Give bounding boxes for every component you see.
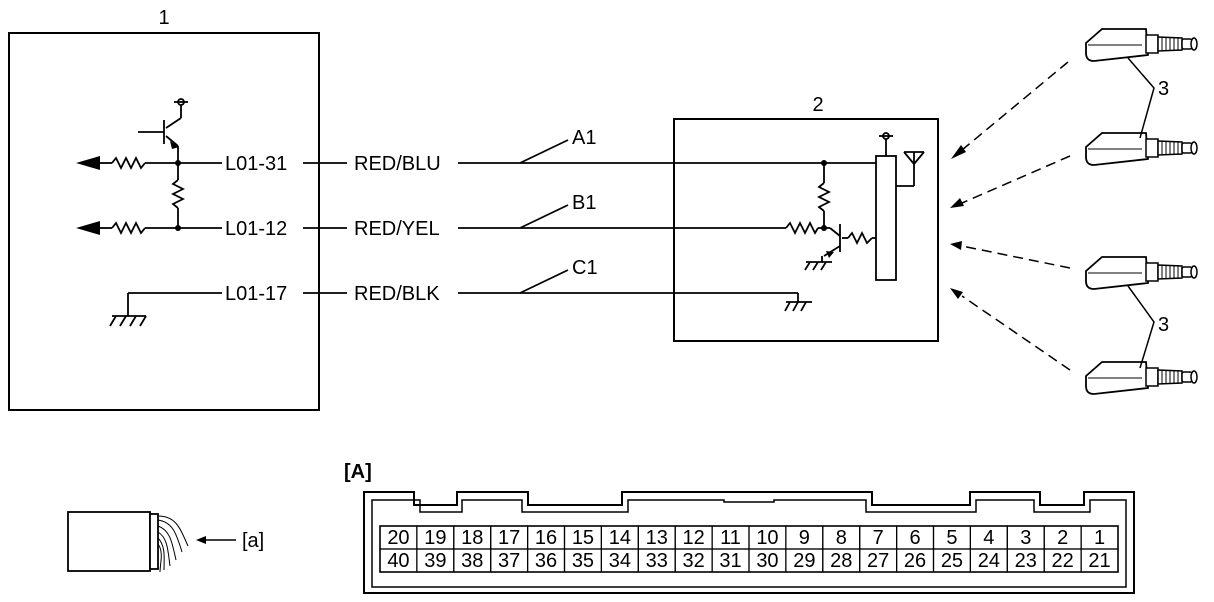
pin-number: 8 [836,527,847,549]
signal-arrow-4 [950,288,963,299]
receiver-junction-2 [821,225,827,231]
pin-number: 19 [424,527,446,549]
wire-color-3: RED/BLK [354,283,440,305]
sensor-icon-1 [1085,28,1198,62]
pin-number: 1 [1094,527,1105,549]
ecu-output-arrow-2 [76,221,100,235]
pin-number: 14 [609,527,631,549]
pin-number: 4 [983,527,994,549]
pin-number: 30 [756,550,778,572]
pin-number: 16 [535,527,557,549]
pin-number: 24 [978,550,1000,572]
pin-number: 13 [646,527,668,549]
pin-number: 17 [498,527,520,549]
callout-label: [a] [242,530,264,552]
pin-number: 25 [941,550,963,572]
pin-number: 37 [498,550,520,572]
ecu-box [8,32,320,411]
ecu-output-arrow-1 [76,156,100,170]
sensor-icon-3 [1085,256,1198,290]
pin-number: 29 [793,550,815,572]
pin-number: 27 [867,550,889,572]
wire-color-1: RED/BLU [354,153,441,175]
pin-number: 10 [756,527,778,549]
receiver-circuit [784,132,925,312]
wire-lines [303,139,824,294]
pin-number: 11 [720,527,741,549]
pin-number: 12 [683,527,705,549]
signal-arrow-1 [951,145,966,159]
connector-housing-inner [371,499,1127,588]
signal-arrow-2 [950,198,964,208]
pin-number: 39 [424,550,446,572]
wire-color-2: RED/YEL [354,218,440,240]
ecu-transistor [138,98,188,163]
circuit-label-3: C1 [572,257,598,279]
receiver-box [673,118,939,342]
pin-number: 38 [461,550,483,572]
sensor-number-bottom: 3 [1158,314,1169,336]
ecu-number: 1 [158,7,169,29]
ecu-transistor-arrow [170,141,179,149]
connector-bundle-icon [67,511,236,573]
callout-arrow [196,536,206,544]
sensor-icon-4 [1085,361,1198,395]
ecu-branch-1 [100,155,222,228]
pin-cell [1080,548,1119,573]
pin-number: 15 [572,527,594,549]
circuit-label-1: A1 [572,127,596,149]
pin-number: 3 [1020,527,1031,549]
pin-number: 40 [387,550,409,572]
pin-number: 9 [799,527,810,549]
ecu-branch-2 [100,220,222,236]
pin-number: 26 [904,550,926,572]
ecu-junction-1 [175,160,181,166]
connector-housing [363,491,1135,594]
signal-arrow-3 [950,241,962,250]
pin-number: 36 [535,550,557,572]
pin-number: 5 [946,527,957,549]
pin-number: 23 [1015,550,1037,572]
signal-lines [961,61,1071,371]
pin-number: 33 [646,550,668,572]
pin-number: 28 [830,550,852,572]
pin-number: 35 [572,550,594,572]
pin-number: 7 [873,527,884,549]
pin-number: 2 [1057,527,1068,549]
receiver-number: 2 [812,94,823,116]
pin-number: 31 [719,550,741,572]
pin-number: 21 [1088,550,1110,572]
sensor-icon-2 [1085,132,1198,166]
receiver-transistor-arrow [826,251,834,258]
pin-number: 34 [609,550,631,572]
pin-number: 18 [461,527,483,549]
pin-number: 20 [387,527,409,549]
receiver-junction-1 [821,160,827,166]
ecu-junction-2 [175,225,181,231]
ecu-ground [109,292,222,327]
terminal-label-3: L01-17 [225,283,287,305]
pin-number: 32 [683,550,705,572]
terminal-label-1: L01-31 [225,153,287,175]
sensor-number-top: 3 [1158,78,1169,100]
pin-number: 6 [909,527,920,549]
sensor-leaders [1127,57,1155,369]
connector-title: [A] [344,461,372,483]
pin-number: 22 [1052,550,1074,572]
terminal-label-2: L01-12 [225,218,287,240]
circuit-label-2: B1 [572,192,596,214]
